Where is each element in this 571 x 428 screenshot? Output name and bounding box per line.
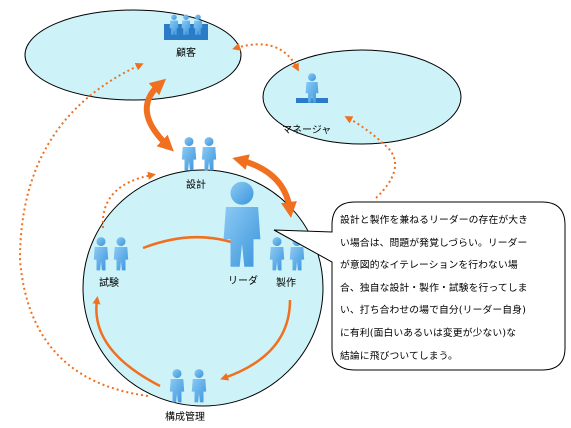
design-label: 設計 bbox=[186, 178, 206, 191]
callout-line: が意図的なイテレーションを行わない場 bbox=[340, 260, 518, 272]
customer-label: 顧客 bbox=[176, 46, 196, 59]
thick-arrow-design-production bbox=[232, 154, 297, 218]
callout-line: に有利(面白いあるいは変更が少ない)な bbox=[340, 327, 517, 339]
arrow-test-leader bbox=[142, 235, 241, 250]
thick-arrow-customer-design bbox=[143, 78, 174, 152]
design-icon bbox=[181, 137, 217, 171]
callout-line: 設計と製作を兼ねるリーダーの存在が大き bbox=[340, 215, 529, 226]
customer-ellipse bbox=[24, 9, 242, 101]
customer-icon bbox=[164, 14, 208, 40]
test-label: 試験 bbox=[99, 276, 119, 289]
callout-line: 結論に飛びついてしまう。 bbox=[340, 350, 458, 362]
dotted-arrow-customer-manager bbox=[232, 43, 299, 72]
arrow-config-test bbox=[92, 296, 161, 388]
dotted-arrow-leader-manager bbox=[344, 116, 397, 199]
manager-icon bbox=[296, 73, 328, 103]
leader-label: リーダ bbox=[228, 274, 258, 287]
production-label: 製作 bbox=[276, 276, 296, 289]
arrow-production-config bbox=[220, 299, 292, 381]
callout-line: い場合は、問題が発覚しづらい。リーダー bbox=[340, 237, 528, 249]
manager-label: マネージャ bbox=[282, 124, 331, 136]
callout-bubble bbox=[273, 201, 566, 371]
team-ellipse bbox=[82, 169, 324, 407]
config-mgmt-label: 構成管理 bbox=[165, 410, 205, 423]
callout-line: 合、独自な設計・製作・試験を行ってしま bbox=[340, 282, 528, 294]
callout-text: 設計と製作を兼ねるリーダーの存在が大き い場合は、問題が発覚しづらい。リーダー … bbox=[340, 210, 554, 368]
callout-line: い、打ち合わせの場で自分(リーダー自身) bbox=[340, 305, 526, 317]
dotted-arrow-test-design bbox=[101, 171, 156, 229]
dotted-arrow-config-customer bbox=[18, 63, 149, 397]
